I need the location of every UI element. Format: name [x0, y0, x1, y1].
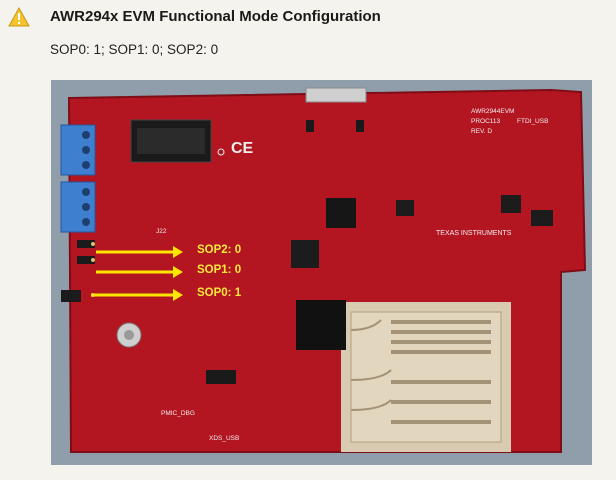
warning-icon — [8, 7, 30, 27]
board-rev2-text: REV. D — [471, 128, 493, 135]
ce-mark: CE — [231, 140, 254, 157]
board-model-text: AWR2944EVM — [471, 108, 515, 115]
sop0-label: SOP0: 1 — [197, 287, 242, 299]
jumper-text: J22 — [156, 228, 167, 235]
xds-usb-text: XDS_USB — [209, 435, 240, 442]
ftdi-usb-text: FTDI_USB — [517, 118, 549, 125]
board-illustration — [51, 80, 592, 465]
page-title: AWR294x EVM Functional Mode Configuratio… — [50, 8, 381, 25]
evm-board-photo: SOP2: 0 SOP1: 0 SOP0: 1 AWR2944EVM PROC1… — [51, 80, 592, 465]
ti-brand-text: TEXAS INSTRUMENTS — [436, 230, 512, 237]
sop-arrows — [91, 246, 183, 301]
board-rev-text: PROC113 — [471, 118, 501, 125]
sop-config-text: SOP0: 1; SOP1: 0; SOP2: 0 — [50, 42, 219, 57]
sop1-label: SOP1: 0 — [197, 264, 242, 276]
pmic-dbg-text: PMIC_DBG — [161, 410, 195, 417]
sop2-label: SOP2: 0 — [197, 244, 242, 256]
message-header: AWR294x EVM Functional Mode Configuratio… — [0, 0, 616, 30]
